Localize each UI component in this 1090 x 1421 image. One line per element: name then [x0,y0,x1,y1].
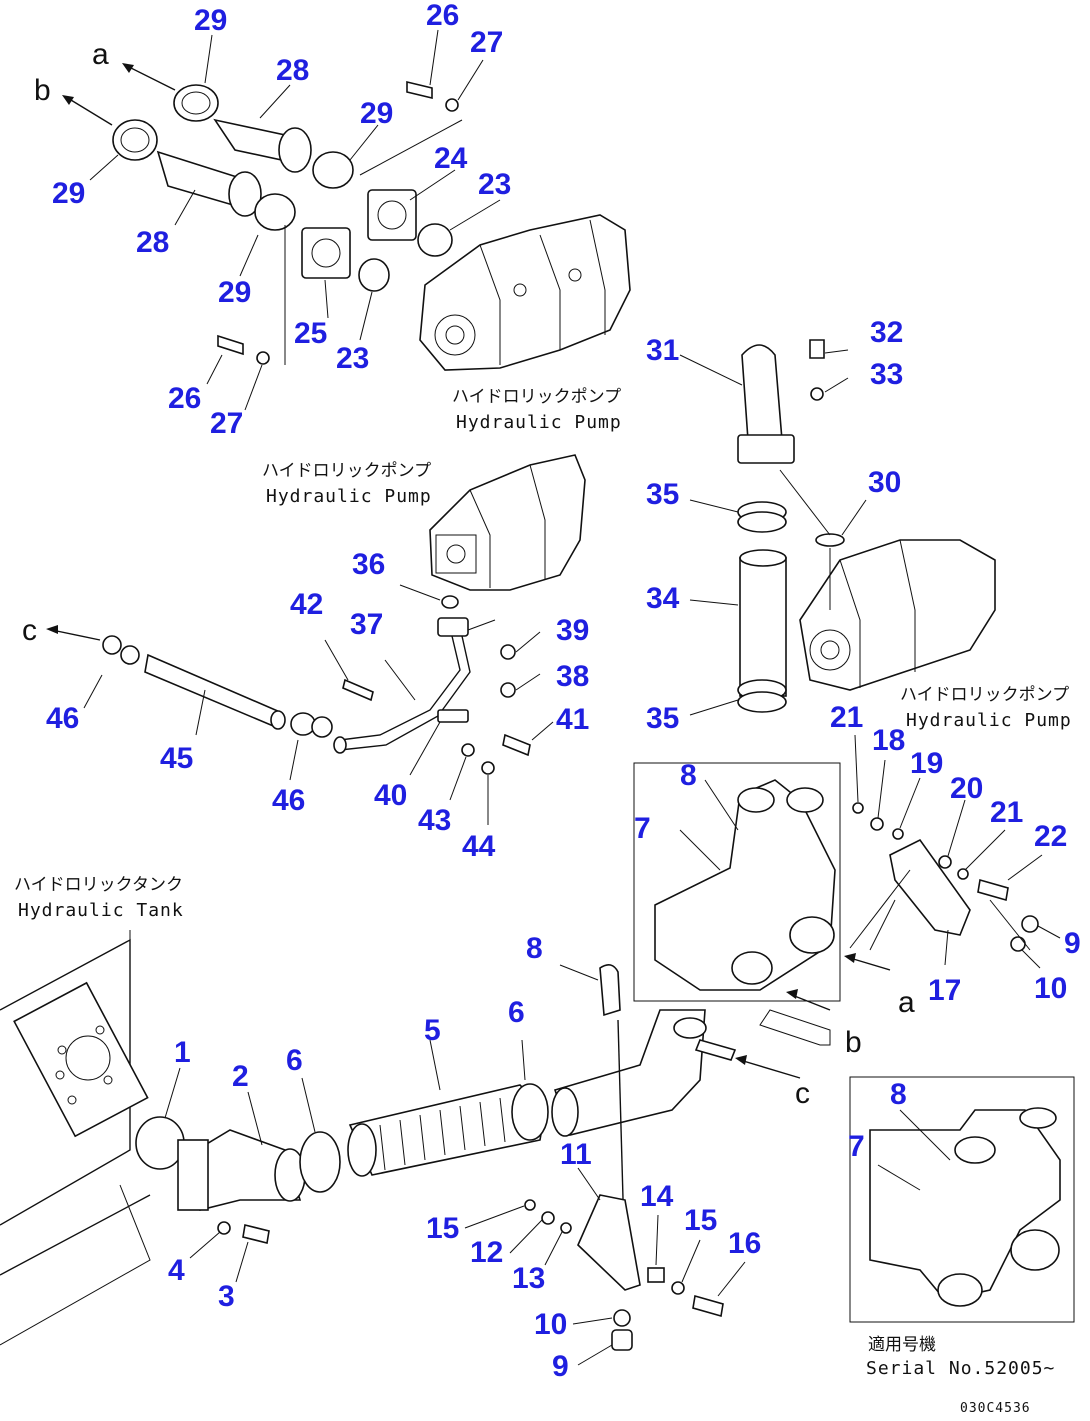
callout-42: 42 [290,588,323,621]
callout-29: 29 [52,177,85,210]
inset-serial-variant [849,1076,1075,1323]
pump-caption-jp-right: ハイドロリックポンプ [900,685,1069,705]
callout-10: 10 [1034,972,1067,1005]
hydraulic-pump-top [419,214,631,371]
callout-7: 7 [634,812,651,845]
callout-45: 45 [160,742,193,775]
captions: ハイドロリックポンプ Hydraulic Pump ハイドロリックポンプ Hyd… [14,38,1072,1416]
callout-11: 11 [560,1138,592,1171]
callout-22: 22 [1034,820,1067,853]
pump-caption-jp-middle: ハイドロリックポンプ [262,461,431,481]
callout-25: 25 [294,317,327,350]
pump-caption-jp-top: ハイドロリックポンプ [452,387,621,407]
bracket-assembly [849,734,1061,969]
callout-16: 16 [728,1227,761,1260]
callout-17: 17 [928,974,961,1007]
pump-caption-en-top: Hydraulic Pump [456,412,622,433]
suction-tube-right [679,339,867,716]
callout-26: 26 [426,0,459,32]
callout-10: 10 [534,1308,567,1341]
callout-28: 28 [136,226,169,259]
callout-1: 1 [174,1036,191,1069]
callout-35: 35 [646,702,679,735]
arrow-letter-b-bottom: b [845,1026,862,1059]
callout-27: 27 [210,407,243,440]
hydraulic-pump-right [799,539,996,691]
pump-caption-en-right: Hydraulic Pump [906,710,1072,731]
callout-6: 6 [508,996,525,1029]
callout-28: 28 [276,54,309,87]
callout-4: 4 [168,1254,185,1287]
callout-40: 40 [374,779,407,812]
tank-caption-jp: ハイドロリックタンク [14,875,183,895]
suction-pipe-assembly [135,964,801,1366]
callout-9: 9 [552,1350,569,1383]
callout-30: 30 [868,466,901,499]
callout-21: 21 [830,701,863,734]
hose-assembly-top [62,29,501,411]
pump-caption-en-middle: Hydraulic Pump [266,486,432,507]
serial-caption-en: Serial No.52005~ [866,1358,1055,1379]
callout-44: 44 [462,830,496,863]
callout-29: 29 [194,4,227,37]
callout-2: 2 [232,1060,249,1093]
callout-39: 39 [556,614,589,647]
callout-8: 8 [890,1078,907,1111]
arrow-letter-c-middle: c [22,614,37,647]
suction-header-main [633,762,891,1046]
callout-26: 26 [168,382,201,415]
serial-caption-jp: 適用号機 [868,1335,936,1355]
hydraulic-pump-middle [429,454,586,591]
callout-34: 34 [646,582,680,615]
callout-37: 37 [350,608,383,641]
callout-21: 21 [990,796,1023,829]
callout-36: 36 [352,548,385,581]
callout-23: 23 [336,342,369,375]
callout-29: 29 [218,276,251,309]
callout-15: 15 [684,1204,717,1237]
callout-38: 38 [556,660,589,693]
callout-13: 13 [512,1262,545,1295]
hydraulic-tank [0,930,151,1346]
tank-caption-en: Hydraulic Tank [18,900,184,921]
arrow-letter-a-top: a [92,38,109,71]
arrow-letter-a-bottom: a [898,986,915,1019]
callout-46: 46 [272,784,305,817]
arrow-letter-c-bottom: c [795,1077,810,1110]
callout-41: 41 [556,703,589,736]
callout-29: 29 [360,97,393,130]
callout-8: 8 [526,932,543,965]
callout-8: 8 [680,759,697,792]
callout-18: 18 [872,724,905,757]
tube-assembly-middle [46,584,554,825]
callout-23: 23 [478,168,511,201]
callout-numbers: 29 26 27 28 29 24 23 29 28 29 25 23 26 2… [46,0,1081,1383]
callout-5: 5 [424,1014,441,1047]
callout-33: 33 [870,358,903,391]
callout-14: 14 [640,1180,674,1213]
callout-27: 27 [470,26,503,59]
arrow-letter-b-top: b [34,74,51,107]
callout-24: 24 [434,142,468,175]
callout-15: 15 [426,1212,459,1245]
drawing-code: 030C4536 [960,1401,1031,1416]
callout-19: 19 [910,747,943,780]
callout-3: 3 [218,1280,235,1313]
callout-43: 43 [418,804,451,837]
callout-9: 9 [1064,927,1081,960]
callout-7: 7 [848,1130,865,1163]
callout-46: 46 [46,702,79,735]
callout-31: 31 [646,334,679,367]
callout-35: 35 [646,478,679,511]
callout-20: 20 [950,772,983,805]
callout-6: 6 [286,1044,303,1077]
callout-12: 12 [470,1236,503,1269]
callout-32: 32 [870,316,903,349]
